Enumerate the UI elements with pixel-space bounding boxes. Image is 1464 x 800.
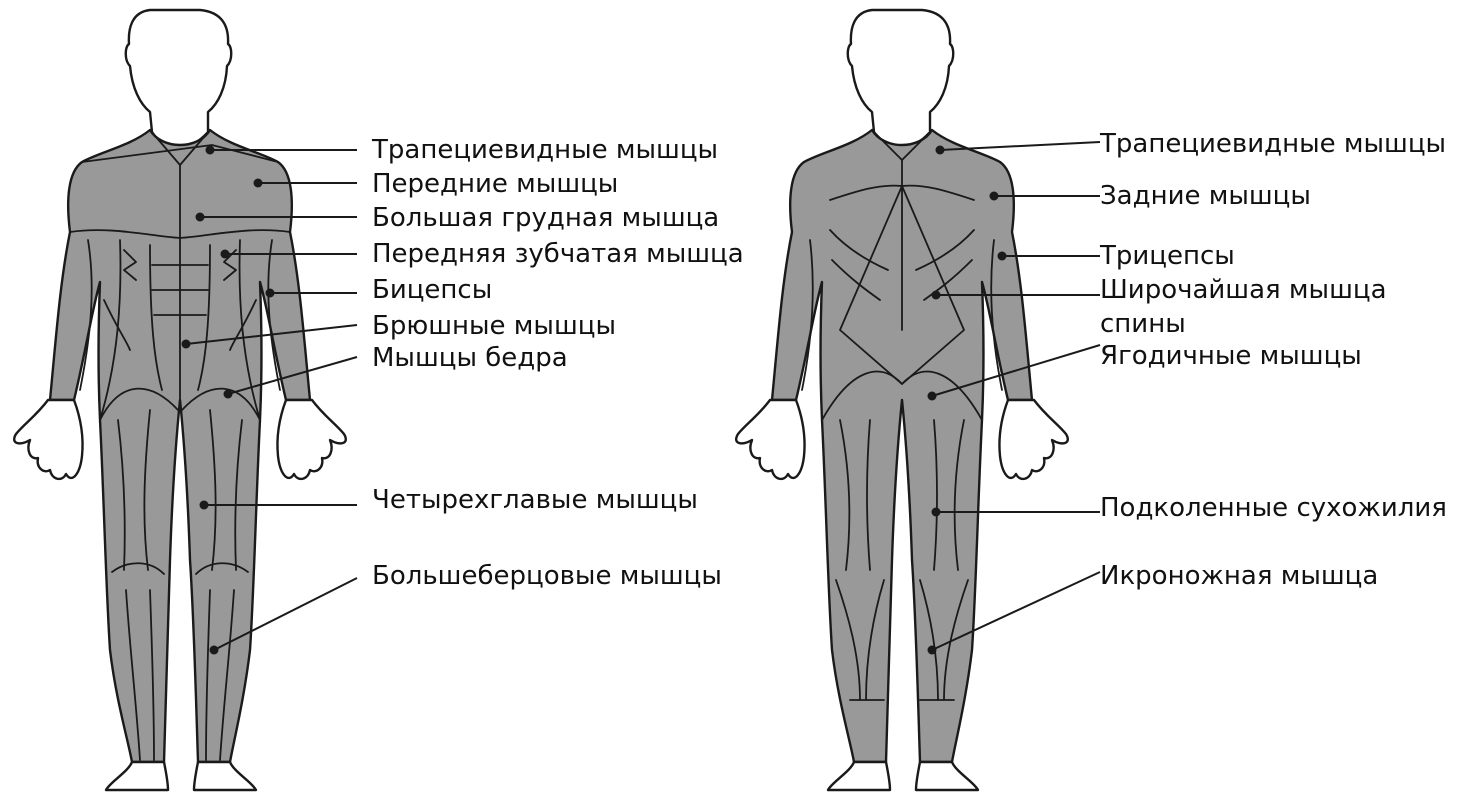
back-left-foot <box>828 762 890 790</box>
label-front-serratus: Передняя зубчатая мышца <box>372 239 744 269</box>
front-left-foot <box>106 762 168 790</box>
back-left-hand <box>736 400 804 479</box>
back-right-hand <box>999 400 1067 479</box>
label-front-abdominals: Брюшные мышцы <box>372 311 616 341</box>
label-front-thigh: Мышцы бедра <box>372 343 568 373</box>
back-right-foot <box>916 762 978 790</box>
label-front-tibialis: Большеберцовые мышцы <box>372 561 722 591</box>
front-right-hand <box>277 400 345 479</box>
label-back-hamstrings: Подколенные сухожилия <box>1100 493 1447 523</box>
front-right-foot <box>194 762 256 790</box>
label-back-gluteus: Ягодичные мышцы <box>1100 341 1362 371</box>
label-back-latissimus-line2: спины <box>1100 309 1186 339</box>
label-front-deltoid: Передние мышцы <box>372 169 618 199</box>
back-head <box>848 10 954 148</box>
label-front-quadriceps: Четырехглавые мышцы <box>372 485 698 515</box>
front-head <box>126 10 232 148</box>
label-back-triceps: Трицепсы <box>1099 241 1235 271</box>
label-back-latissimus-line1: Широчайшая мышца <box>1100 275 1387 305</box>
label-back-trapezius: Трапециевидные мышцы <box>1099 129 1446 159</box>
front-left-hand <box>14 400 82 479</box>
label-front-pectoral: Большая грудная мышца <box>372 203 719 233</box>
label-back-rear-deltoid: Задние мышцы <box>1100 181 1311 211</box>
front-labels: Трапециевидные мышцы Передние мышцы Боль… <box>371 135 744 591</box>
label-front-biceps: Бицепсы <box>372 275 492 305</box>
label-front-trapezius: Трапециевидные мышцы <box>371 135 718 165</box>
back-labels: Трапециевидные мышцы Задние мышцы Трицеп… <box>1099 129 1447 591</box>
label-back-calf: Икроножная мышца <box>1100 561 1378 591</box>
front-figure <box>14 10 346 790</box>
back-figure <box>736 10 1068 790</box>
